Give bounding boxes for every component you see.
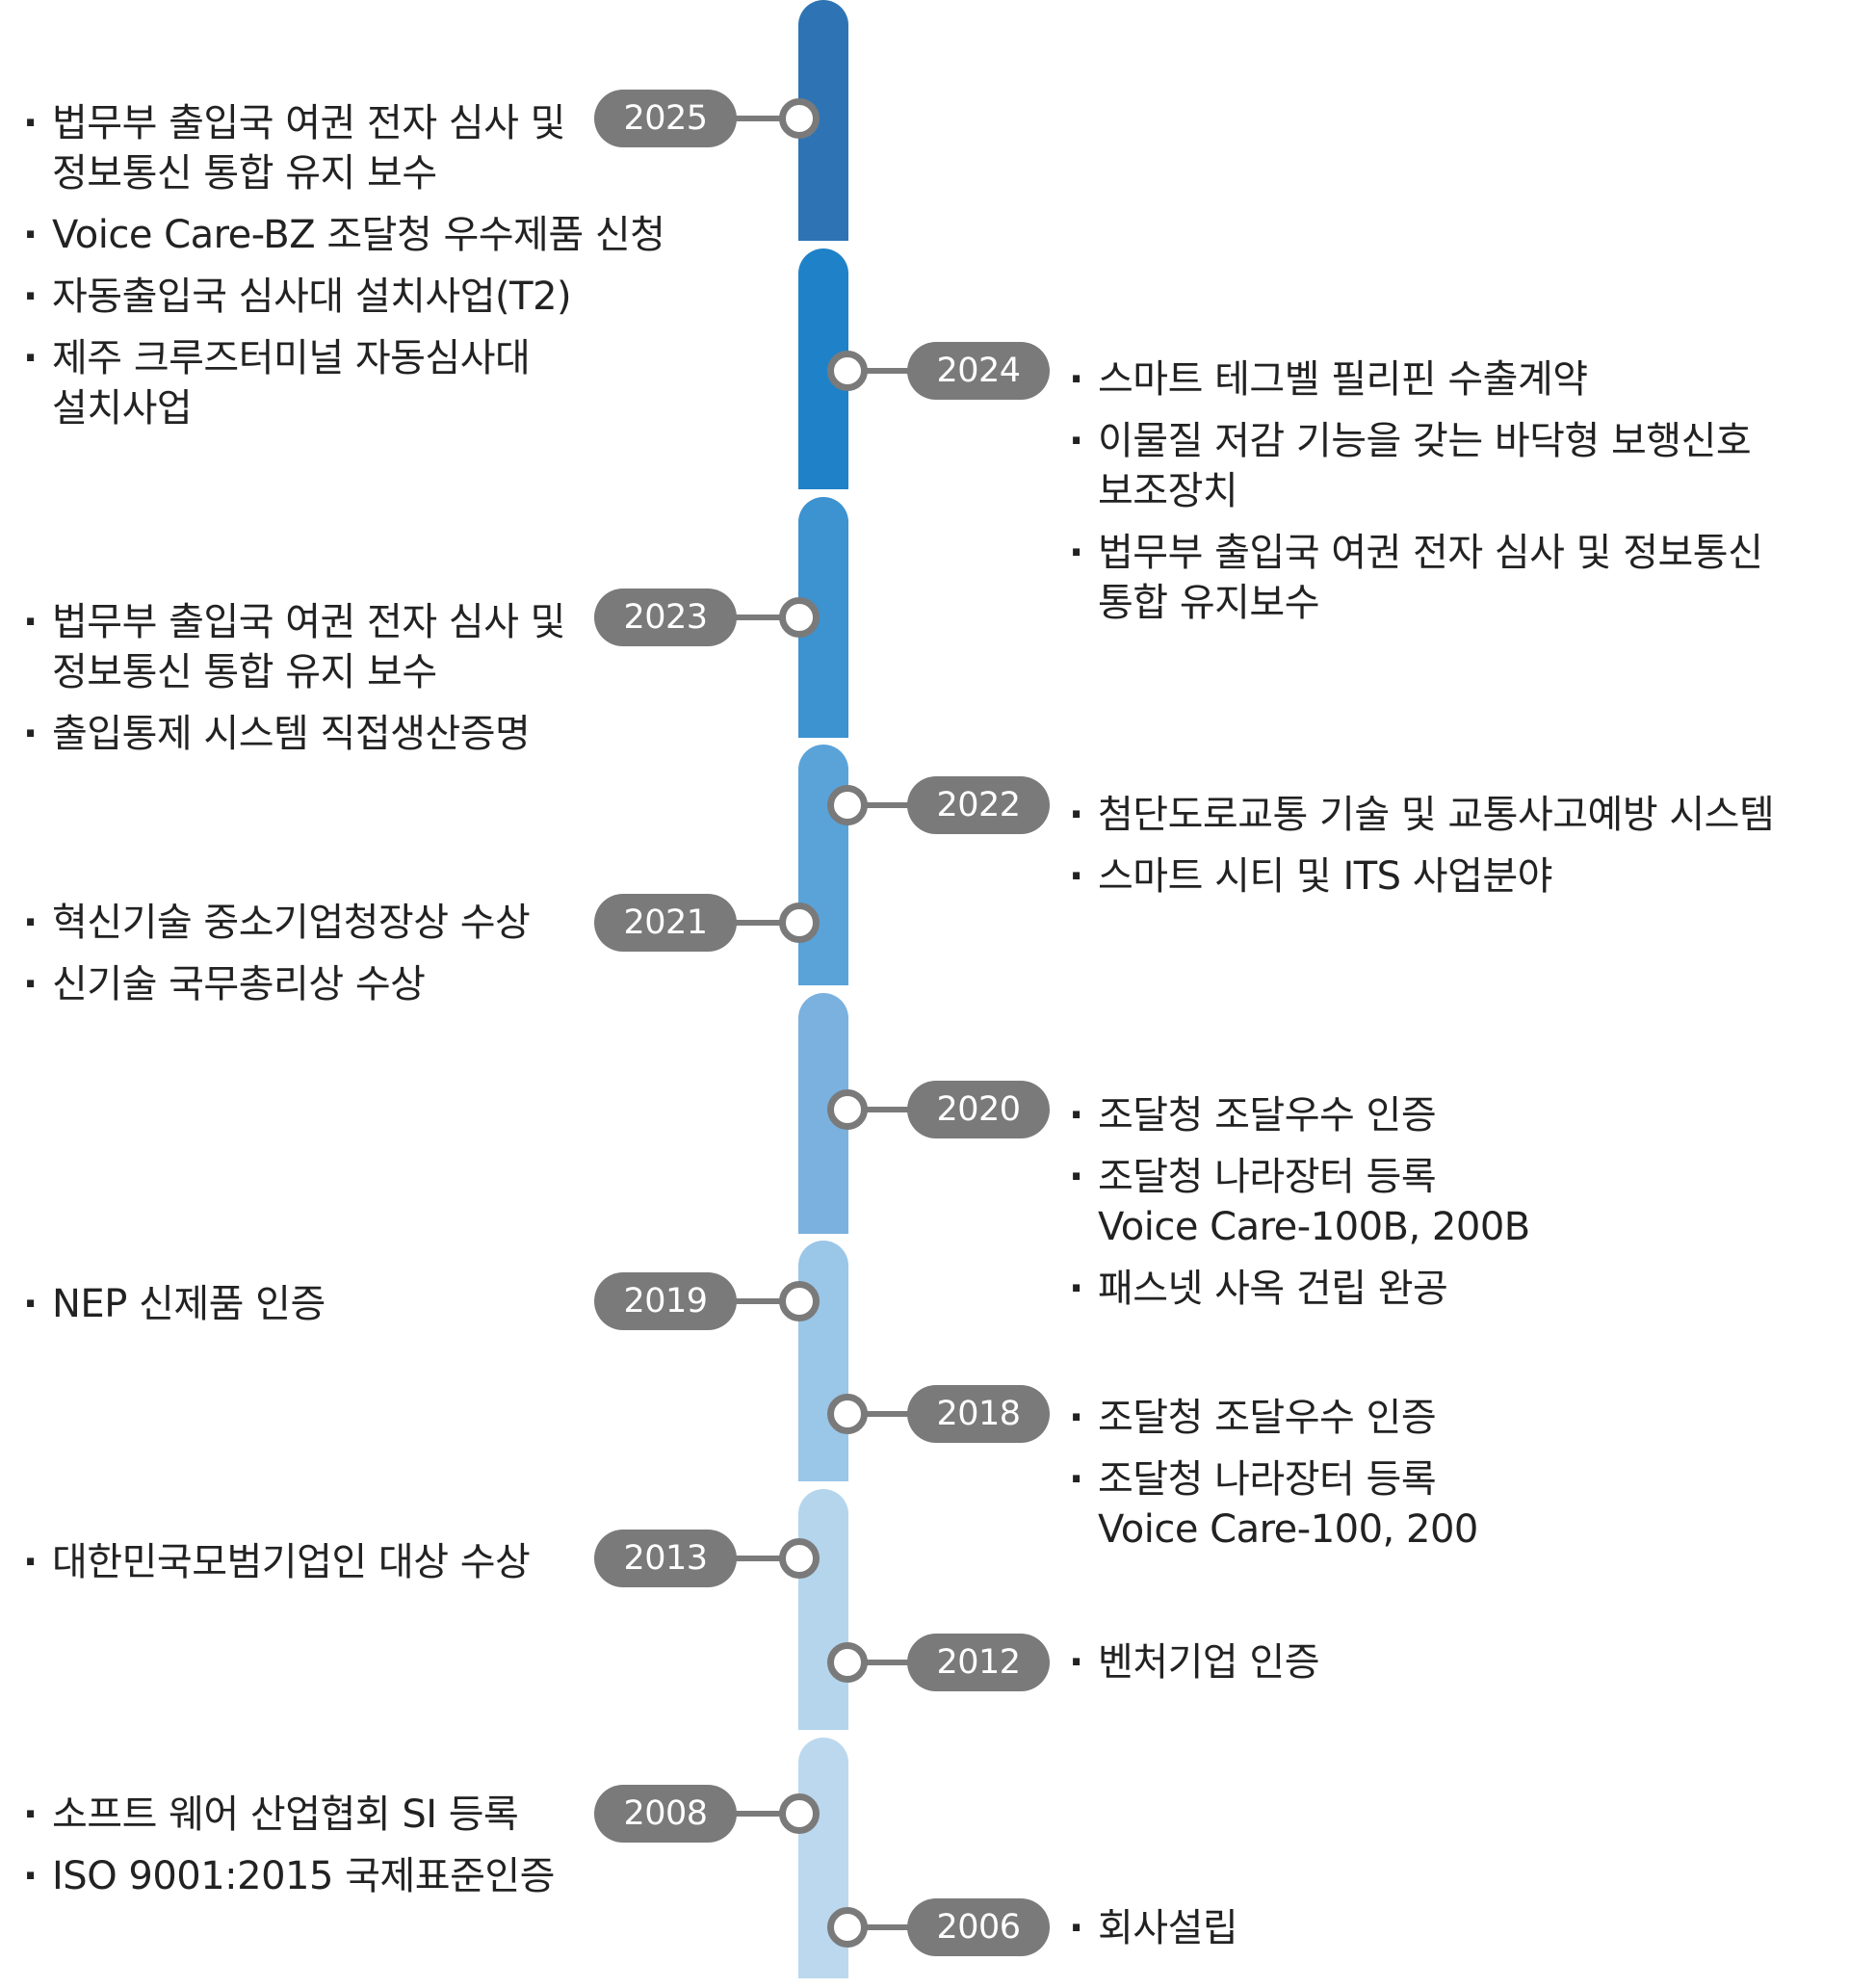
milestone-item: 패스넷 사옥 건립 완공 — [1069, 1264, 1830, 1314]
milestone-list: 대한민국모범기업인 대상 수상 — [23, 1537, 601, 1599]
connector-line — [857, 802, 915, 808]
connector-line — [732, 1556, 790, 1561]
milestone-item: 자동출입국 심사대 설치사업(T2) — [23, 272, 601, 322]
timeline-node-icon — [827, 1642, 868, 1683]
milestone-item: 벤처기업 인증 — [1069, 1637, 1830, 1687]
milestone-list: 벤처기업 인증 — [1069, 1637, 1830, 1699]
connector-line — [732, 1811, 790, 1817]
connector-line — [857, 1660, 915, 1665]
milestone-item: 조달청 조달우수 인증 — [1069, 1393, 1830, 1443]
timeline-node-icon — [779, 1281, 820, 1321]
year-badge: 2019 — [594, 1272, 737, 1330]
milestone-item: 소프트 웨어 산업협회 SI 등록 — [23, 1790, 601, 1840]
timeline-segment — [798, 1489, 848, 1730]
year-badge: 2008 — [594, 1785, 737, 1843]
milestone-item: 첨단도로교통 기술 및 교통사고예방 시스템 — [1069, 790, 1830, 840]
milestone-item: 출입통제 시스템 직접생산증명 — [23, 709, 601, 759]
milestone-item: 조달청 조달우수 인증 — [1069, 1090, 1830, 1140]
milestone-item: 스마트 테그벨 필리핀 수출계약 — [1069, 354, 1830, 405]
milestone-list: 회사설립 — [1069, 1903, 1830, 1965]
milestone-list: 소프트 웨어 산업협회 SI 등록 ISO 9001:2015 국제표준인증 — [23, 1790, 601, 1913]
milestone-item: NEP 신제품 인증 — [23, 1279, 601, 1329]
year-badge: 2024 — [907, 342, 1050, 400]
milestone-list: 혁신기술 중소기업청장상 수상 신기술 국무총리상 수상 — [23, 898, 601, 1021]
connector-line — [857, 1107, 915, 1112]
timeline-node-icon — [779, 1538, 820, 1579]
timeline-node-icon — [827, 1394, 868, 1434]
year-badge: 2021 — [594, 894, 737, 952]
year-badge: 2018 — [907, 1385, 1050, 1443]
timeline-node-icon — [779, 1793, 820, 1834]
timeline-segment — [798, 745, 848, 985]
milestone-item: 스마트 시티 및 ITS 사업분야 — [1069, 851, 1830, 902]
timeline-segment — [798, 1241, 848, 1481]
connector-line — [732, 116, 790, 121]
year-badge: 2012 — [907, 1634, 1050, 1691]
year-badge: 2023 — [594, 589, 737, 646]
connector-line — [732, 615, 790, 620]
milestone-item: 대한민국모범기업인 대상 수상 — [23, 1537, 601, 1587]
connector-line — [732, 920, 790, 926]
timeline-node-icon — [827, 351, 868, 391]
year-badge: 2025 — [594, 90, 737, 147]
timeline-node-icon — [779, 98, 820, 139]
connector-line — [857, 1924, 915, 1930]
year-badge: 2020 — [907, 1081, 1050, 1138]
year-badge: 2022 — [907, 776, 1050, 834]
connector-line — [732, 1298, 790, 1304]
year-badge: 2006 — [907, 1898, 1050, 1956]
milestone-item: 회사설립 — [1069, 1903, 1830, 1953]
connector-line — [857, 1411, 915, 1417]
timeline-node-icon — [779, 902, 820, 943]
milestone-item: 신기술 국무총리상 수상 — [23, 959, 601, 1009]
timeline-node-icon — [779, 597, 820, 638]
milestone-item: 혁신기술 중소기업청장상 수상 — [23, 898, 601, 948]
year-badge: 2013 — [594, 1530, 737, 1587]
milestone-item: ISO 9001:2015 국제표준인증 — [23, 1851, 601, 1901]
milestone-item: Voice Care-BZ 조달청 우수제품 신청 — [23, 210, 665, 260]
timeline-node-icon — [827, 1907, 868, 1948]
milestone-list: 첨단도로교통 기술 및 교통사고예방 시스템 스마트 시티 및 ITS 사업분야 — [1069, 790, 1830, 913]
timeline-node-icon — [827, 1089, 868, 1130]
milestone-list: 스마트 테그벨 필리핀 수출계약 이물질 저감 기능을 갖는 바닥형 보행신호보… — [1069, 354, 1830, 640]
connector-line — [857, 368, 915, 374]
milestone-list: NEP 신제품 인증 — [23, 1279, 601, 1341]
timeline-node-icon — [827, 785, 868, 825]
